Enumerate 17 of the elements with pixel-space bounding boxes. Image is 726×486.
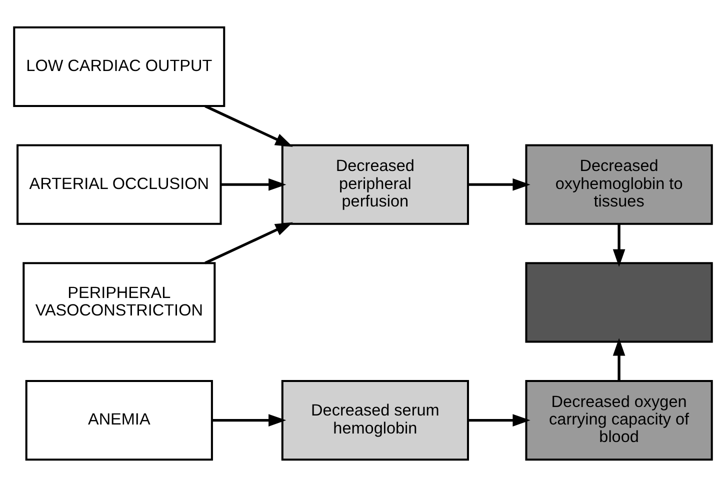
node-box: Decreased peripheral perfusion bbox=[281, 144, 469, 224]
node-box: ARTERIAL OCCLUSION bbox=[16, 144, 222, 224]
arrow bbox=[221, 178, 286, 190]
arrow bbox=[468, 178, 530, 190]
node-box: ANEMIA bbox=[25, 380, 213, 460]
node-box: Decreased oxyhemoglobin to tissues bbox=[525, 144, 713, 224]
arrow bbox=[204, 104, 293, 146]
arrow bbox=[212, 414, 286, 426]
arrow bbox=[468, 414, 530, 426]
arrow bbox=[612, 338, 626, 380]
arrow bbox=[612, 224, 626, 266]
node-box: Decreased serum hemoglobin bbox=[281, 380, 469, 460]
node-box bbox=[525, 262, 713, 342]
arrow bbox=[204, 222, 293, 264]
node-box: LOW CARDIAC OUTPUT bbox=[13, 26, 226, 106]
node-box: Decreased oxygen carrying capacity of blood bbox=[525, 380, 713, 460]
node-box: PERIPHERAL VASOCONSTRICTION bbox=[22, 262, 216, 342]
